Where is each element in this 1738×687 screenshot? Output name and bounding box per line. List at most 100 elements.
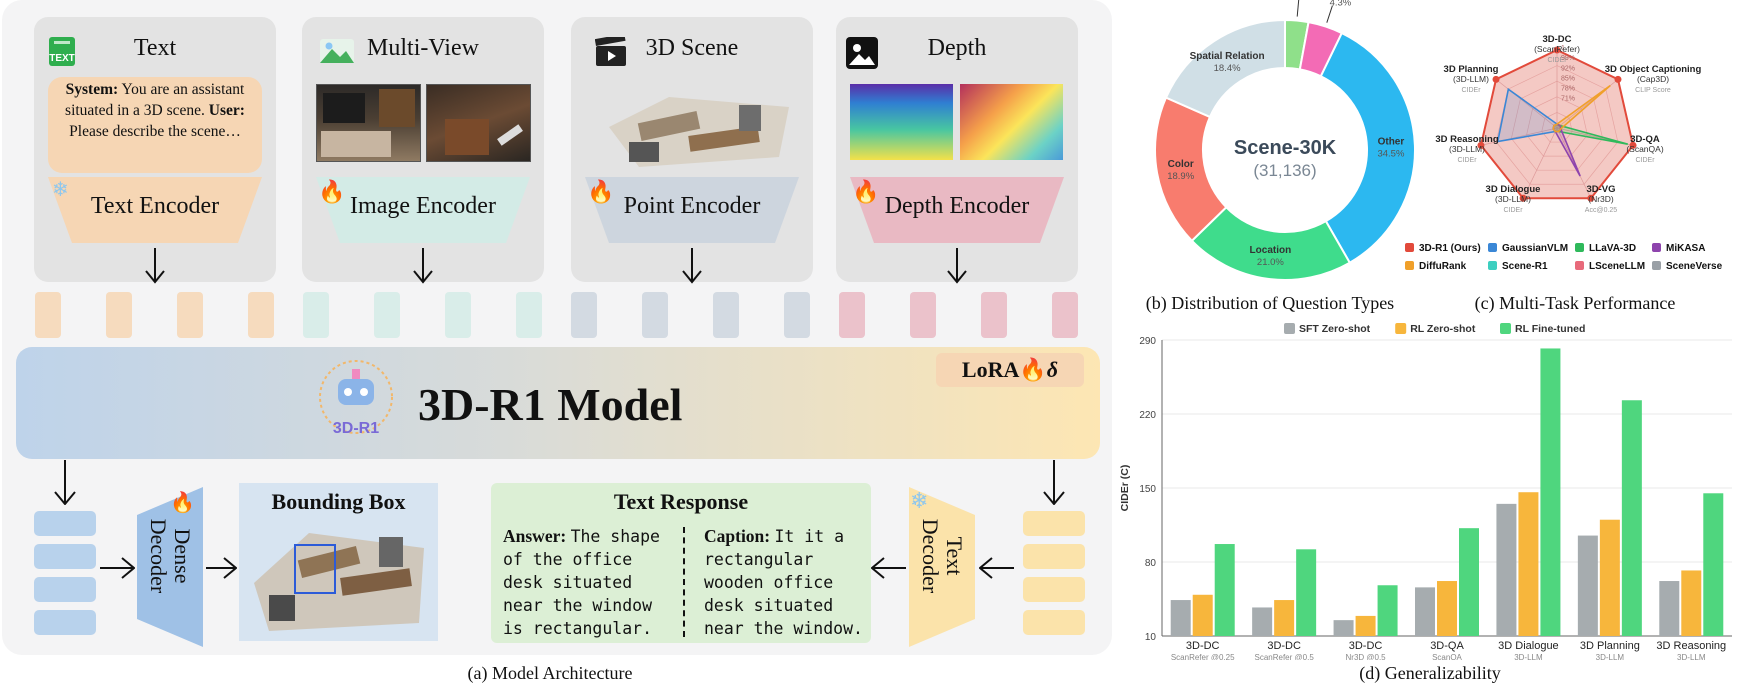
legend-item: GaussianVLM [1488,243,1568,254]
feature-token [303,292,329,338]
horizontal-arrow-shaft [980,567,1014,569]
slice-value: 4.3% [1330,0,1352,9]
bounding-box-panel: Bounding Box [239,483,438,641]
view-image-1 [316,84,421,162]
legend-label: SceneVerse [1666,261,1723,272]
output-token-blue [34,544,96,569]
axis-sub-label: (3D-LLM) [1449,144,1485,154]
y-tick-label: 80 [1145,558,1157,569]
text-decoder-shape [909,487,975,647]
output-token-yellow [1023,544,1085,569]
legend-swatch [1575,243,1584,252]
axis-sub-label: (3D-LLM) [1453,74,1489,84]
bar [1214,544,1235,636]
encoder-label: Text Encoder [90,193,220,219]
answer-text: The shape of the office desk situated ne… [503,527,660,638]
x-subtick-label: 3D-LLM [1596,653,1625,660]
panel-title: 3D Scene [645,35,739,61]
horizontal-arrow-shaft [100,567,134,569]
text-file-icon: TEXT [46,35,78,67]
axis-label: 3D-DC [1542,34,1571,45]
legend-label: GaussianVLM [1502,243,1569,254]
radar-tick: 99% [1561,55,1575,62]
slice-label: Color [1168,159,1194,170]
view-image-2 [426,84,531,162]
model-bar [16,347,1100,459]
legend-item: SceneVerse [1652,261,1722,272]
series-point [1629,141,1637,149]
x-subtick-label: ScanQA [1432,653,1462,660]
donut-chart: Existence2.9%Count4.3%Other34.5%Location… [1154,0,1416,281]
legend-label: RL Zero-shot [1410,323,1476,335]
series-point [1614,75,1622,83]
down-arrowhead [682,270,702,284]
system-label: System: [65,81,119,98]
feature-token [177,292,203,338]
feature-token [981,292,1007,338]
feature-token [1052,292,1078,338]
axis-metric: CIDEr [1503,207,1523,214]
text-encoder-shape [48,177,262,243]
legend-label: SFT Zero-shot [1299,323,1371,335]
legend-label: 3D-R1 (Ours) [1419,243,1481,254]
radar-spoke [1556,127,1592,199]
legend-swatch [1652,243,1661,252]
depth-image-1 [850,84,953,160]
donut-center-count: (31,136) [1253,161,1316,180]
bbox-scene-image [254,533,424,631]
answer-block: Answer: The shape of the office desk sit… [503,525,671,640]
down-arrowhead [413,270,433,284]
radar-spoke [1495,79,1558,129]
user-text: Please describe the scene… [69,123,241,140]
x-tick-label: 3D-DC [1186,640,1220,652]
series-point [1492,75,1500,83]
output-token-blue [34,577,96,602]
axis-metric: CIDEr [1635,157,1655,164]
x-tick-label: 3D-DC [1349,640,1383,652]
answer-label: Answer: [503,526,567,546]
bar [1415,587,1435,636]
arrowhead [1043,491,1065,505]
depth-encoder-shape [850,177,1064,243]
encoder-label: Point Encoder [623,193,761,219]
feature-token [642,292,668,338]
x-tick-label: 3D Reasoning [1656,640,1726,652]
divider [683,527,685,637]
x-tick-label: 3D Dialogue [1498,640,1559,652]
bar [1192,594,1213,636]
feature-token [374,292,400,338]
horizontal-arrow-shaft [206,567,236,569]
y-tick-label: 220 [1139,410,1156,421]
text-decoder-label: Text Decoder [918,518,967,594]
feature-token [784,292,810,338]
photo-icon [846,37,878,69]
leader-line [1326,5,1333,23]
feature-token [571,292,597,338]
horizontal-arrow-shaft [872,567,906,569]
axis-sub-label: (Cap3D) [1637,74,1669,84]
caption-c: (c) Multi-Task Performance [1474,293,1676,313]
bar [1681,570,1702,636]
robot-logo: 3D-R1 [312,357,400,449]
bar [1496,503,1517,636]
feature-token [445,292,471,338]
slice-label: Spatial Relation [1190,51,1265,62]
snowflake-icon: ❄ [52,179,69,201]
vertical-arrow-shaft [64,460,66,504]
feature-token [839,292,865,338]
legend-swatch [1652,261,1661,270]
bar [1333,620,1354,636]
legend-item: LSceneLLM [1575,261,1645,272]
output-token-yellow [1023,610,1085,635]
bar [1274,600,1295,636]
axis-metric: CIDEr [1461,87,1481,94]
down-arrow-shaft [691,248,693,282]
glare-shape [497,124,523,146]
caption-a: (a) Model Architecture [467,663,633,683]
fire-icon: 🔥 [852,179,880,204]
bar [1518,492,1539,636]
bar [1703,493,1724,636]
arrowhead [871,557,885,579]
panel-title: Depth [927,35,987,61]
legend-swatch [1575,261,1584,270]
